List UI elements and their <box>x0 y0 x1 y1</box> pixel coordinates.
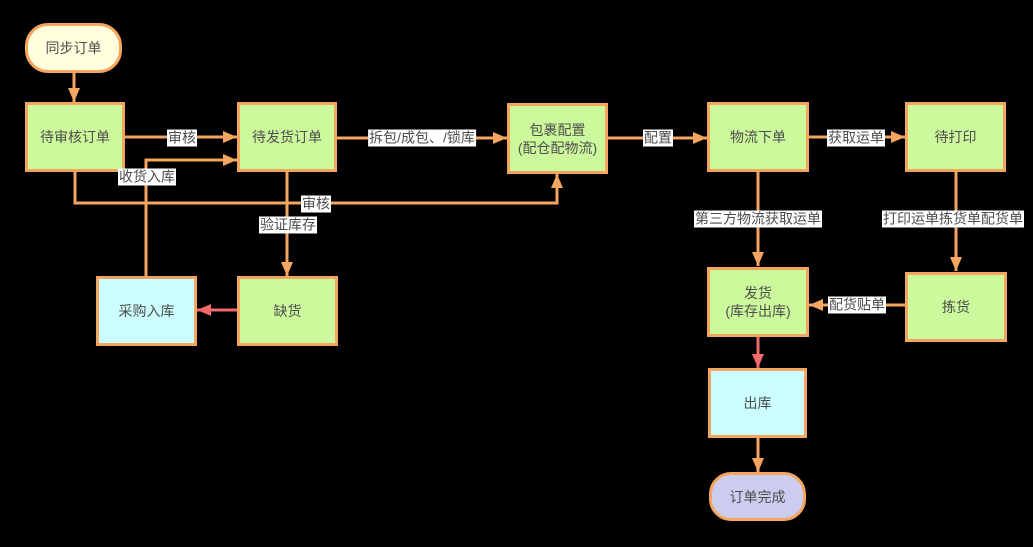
node-package-config[interactable]: 包裹配置 (配仓配物流) <box>507 103 608 174</box>
node-logistics-order-label: 物流下单 <box>730 129 786 145</box>
edge-label-allocate-stick: 配货贴单 <box>828 296 886 314</box>
node-pending-review-label: 待审核订单 <box>40 129 110 145</box>
edge-label-receive-inbound: 收货入库 <box>118 168 176 186</box>
node-picking[interactable]: 拣货 <box>905 272 1007 342</box>
node-outbound-label: 出库 <box>743 395 772 411</box>
edge-label-review-2: 审核 <box>301 195 331 213</box>
edge-label-review-1: 审核 <box>167 129 197 147</box>
node-out-of-stock-label: 缺货 <box>273 303 302 319</box>
node-order-complete-label: 订单完成 <box>729 488 786 505</box>
node-order-complete[interactable]: 订单完成 <box>709 472 806 521</box>
node-pending-review-order[interactable]: 待审核订单 <box>25 102 125 172</box>
node-pending-print[interactable]: 待打印 <box>905 102 1006 172</box>
node-ship-goods-label: 发货 (库存出库) <box>725 285 791 319</box>
node-package-config-label: 包裹配置 (配仓配物流) <box>517 121 598 156</box>
node-sync-order[interactable]: 同步订单 <box>25 23 122 73</box>
edge-label-verify-stock: 验证库存 <box>259 216 317 234</box>
node-pending-ship-order[interactable]: 待发货订单 <box>237 102 337 172</box>
node-out-of-stock[interactable]: 缺货 <box>237 276 338 346</box>
node-picking-label: 拣货 <box>942 299 970 315</box>
edge-purchase-to-ship <box>144 154 237 276</box>
node-purchase-inbound-label: 采购入库 <box>118 303 175 319</box>
edge-label-unpack-pack-lock: 拆包/成包、/锁库 <box>368 129 476 147</box>
edge-label-get-waybill: 获取运单 <box>827 129 885 147</box>
edge-label-print-lists: 打印运单拣货单配货单 <box>882 210 1024 228</box>
node-pending-print-label: 待打印 <box>934 129 977 145</box>
node-sync-order-label: 同步订单 <box>45 40 102 56</box>
edge-label-thirdparty-waybill: 第三方物流获取运单 <box>694 210 822 228</box>
node-logistics-order[interactable]: 物流下单 <box>707 102 809 172</box>
node-ship-goods[interactable]: 发货 (库存出库) <box>707 267 809 337</box>
node-purchase-inbound[interactable]: 采购入库 <box>96 276 197 346</box>
node-outbound[interactable]: 出库 <box>708 368 807 438</box>
edge-label-configure: 配置 <box>643 129 673 147</box>
node-pending-ship-label: 待发货订单 <box>252 129 322 145</box>
